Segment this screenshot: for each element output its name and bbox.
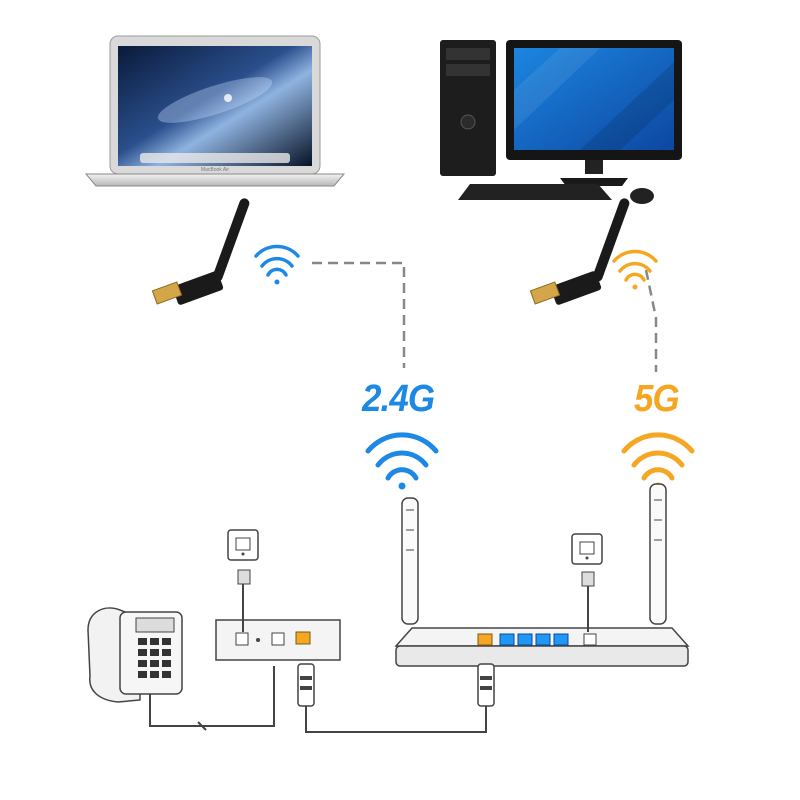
router-icon bbox=[394, 483, 690, 667]
rj45-plug bbox=[477, 663, 495, 707]
ethernet-cable bbox=[305, 706, 487, 733]
power-socket-icon bbox=[227, 529, 259, 632]
laptop-icon: MacBook Air bbox=[84, 35, 346, 187]
wifi-signal-icon bbox=[612, 249, 658, 290]
power-socket-icon bbox=[571, 533, 603, 632]
wifi-signal-icon bbox=[365, 432, 439, 490]
rj45-plug bbox=[297, 663, 315, 707]
telephone-cable bbox=[149, 666, 275, 731]
usb-wifi-adapter-icon bbox=[529, 198, 630, 305]
wifi-signal-icon bbox=[254, 244, 300, 285]
usb-wifi-adapter-icon bbox=[151, 198, 250, 305]
telephone-icon bbox=[87, 607, 183, 703]
wireless-link-5g bbox=[644, 269, 658, 372]
wifi-signal-icon bbox=[621, 432, 695, 490]
laptop-badge: MacBook Air bbox=[201, 167, 229, 173]
modem-icon bbox=[215, 619, 341, 661]
wireless-link-2-4g bbox=[312, 261, 406, 368]
band-label-5g: 5G bbox=[634, 378, 680, 420]
band-label-2-4g: 2.4G bbox=[362, 378, 435, 420]
desktop-pc-icon bbox=[440, 40, 682, 204]
